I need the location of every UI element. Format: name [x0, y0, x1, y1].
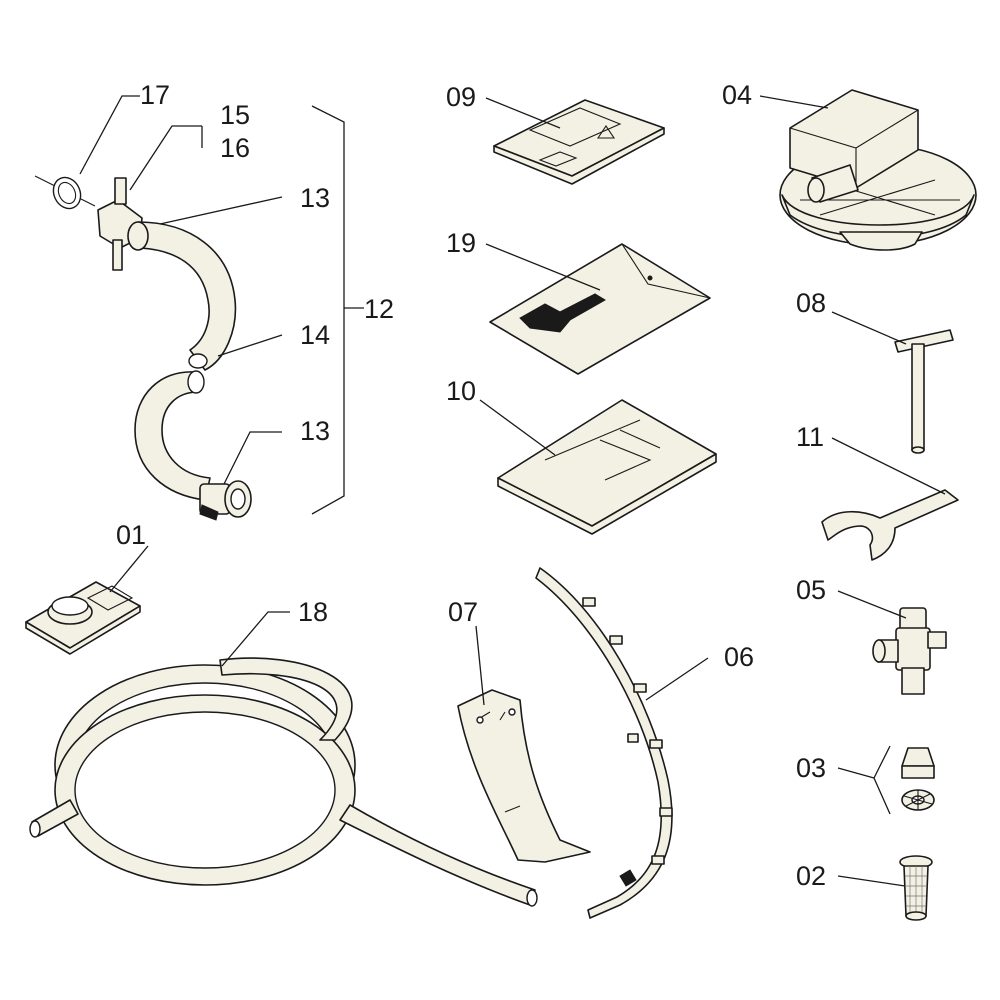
label-19: 19: [446, 228, 476, 258]
label-17: 17: [140, 80, 170, 110]
gasket-part: [25, 581, 141, 655]
label-06: 06: [724, 642, 754, 672]
label-05: 05: [796, 575, 826, 605]
spanner-part: [821, 489, 959, 561]
t-key-part: [894, 329, 954, 454]
label-03: 03: [796, 753, 826, 783]
controller-part: [779, 89, 977, 251]
nozzle-part: [901, 747, 935, 811]
label-16: 16: [220, 133, 250, 163]
label-15: 15: [220, 100, 250, 130]
manual-small-part: [493, 99, 665, 185]
label-12: 12: [364, 294, 394, 324]
label-02: 02: [796, 861, 826, 891]
leader-lines: [79, 95, 946, 887]
bracket-part: [457, 689, 591, 863]
spray-bar-part: [535, 567, 673, 919]
valve-part: [872, 607, 947, 695]
label-13-top: 13: [300, 183, 330, 213]
coiled-hose-part: [29, 657, 538, 907]
hose-assembly-part: [97, 177, 252, 521]
label-08: 08: [796, 288, 826, 318]
label-07: 07: [448, 597, 478, 627]
label-14: 14: [300, 320, 330, 350]
label-13-bottom: 13: [300, 416, 330, 446]
o-ring-part: [34, 175, 96, 210]
label-10: 10: [446, 376, 476, 406]
envelope-part: [489, 243, 711, 375]
label-18: 18: [298, 597, 328, 627]
label-04: 04: [722, 80, 752, 110]
label-01: 01: [116, 520, 146, 550]
strainer-part: [899, 855, 933, 921]
callout-labels: 17 15 16 13 12 14 13 01 18 09 19 10 07 0…: [116, 80, 826, 891]
label-09: 09: [446, 82, 476, 112]
manual-large-part: [497, 399, 717, 535]
label-11: 11: [796, 422, 824, 452]
